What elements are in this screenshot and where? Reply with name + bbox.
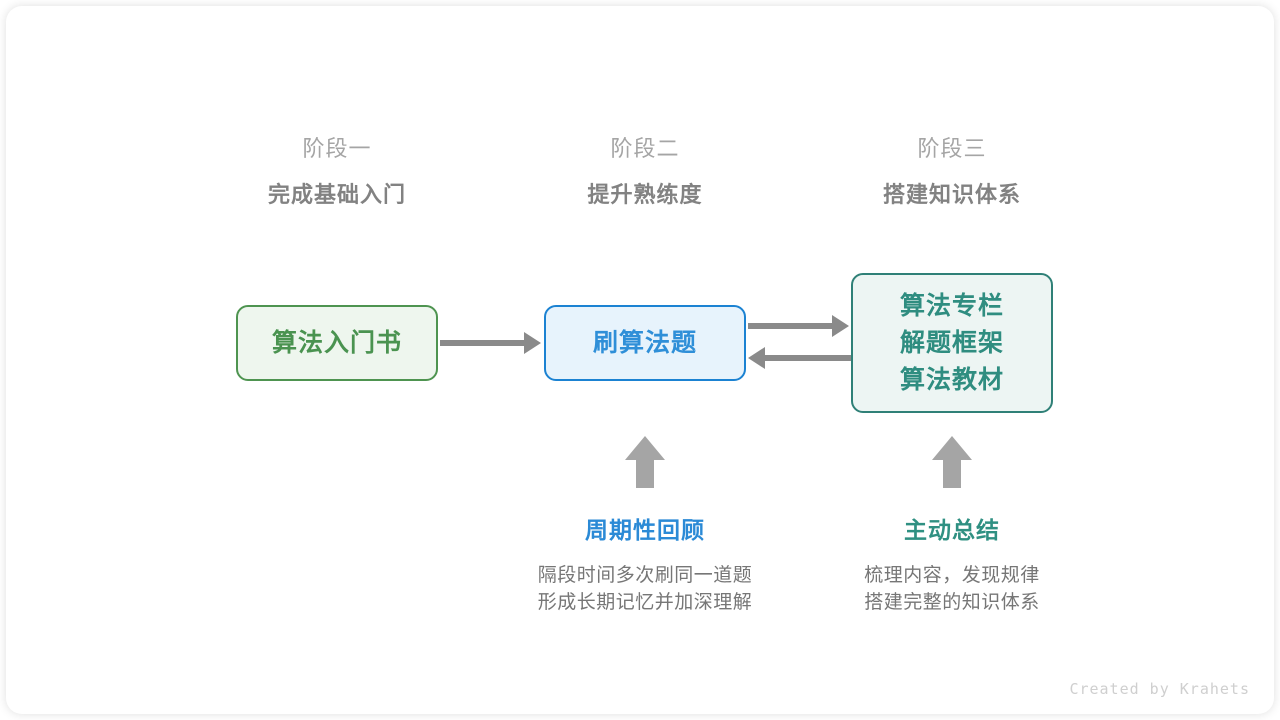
node-practice-label: 刷算法题 (592, 328, 697, 357)
node-book-label: 算法入门书 (271, 328, 402, 357)
note-summary-desc-line-2: 搭建完整的知识体系 (864, 592, 1040, 613)
note-periodic-review: 周期性回顾 隔段时间多次刷同一道题 形成长期记忆并加深理解 (495, 514, 795, 616)
up-arrow-icon-summary (932, 436, 972, 488)
note-review-desc-line-1: 隔段时间多次刷同一道题 (537, 565, 753, 586)
note-review-description: 隔段时间多次刷同一道题 形成长期记忆并加深理解 (495, 562, 795, 616)
stage-1-subtitle: 完成基础入门 (267, 182, 406, 207)
node-knowledge-resources[interactable]: 算法专栏 解题框架 算法教材 (851, 273, 1053, 413)
stage-3-name: 阶段三 (917, 136, 987, 161)
up-arrow-icon-review (625, 436, 665, 488)
note-review-title: 周期性回顾 (585, 517, 705, 543)
note-summary-description: 梳理内容，发现规律 搭建完整的知识体系 (802, 562, 1102, 616)
arrow-book-to-practice-shaft (440, 340, 526, 346)
arrow-practice-to-knowledge-shaft (748, 323, 834, 329)
note-review-desc-line-2: 形成长期记忆并加深理解 (537, 592, 753, 613)
stage-3-subtitle: 搭建知识体系 (882, 182, 1021, 207)
stage-2-name: 阶段二 (610, 136, 680, 161)
diagram-canvas: 阶段一 完成基础入门 阶段二 提升熟练度 阶段三 搭建知识体系 算法入门书 刷算… (6, 6, 1274, 714)
stage-header-3: 阶段三 搭建知识体系 (802, 134, 1102, 210)
arrow-practice-to-knowledge-head (832, 315, 849, 337)
node-practice-problems[interactable]: 刷算法题 (544, 305, 746, 381)
stage-header-2: 阶段二 提升熟练度 (495, 134, 795, 210)
up-arrow-shaft-summary (943, 458, 961, 488)
stage-header-1: 阶段一 完成基础入门 (187, 134, 487, 210)
up-arrow-head-summary (932, 436, 972, 460)
note-active-summary: 主动总结 梳理内容，发现规律 搭建完整的知识体系 (802, 514, 1102, 616)
arrow-knowledge-to-practice-shaft (765, 355, 851, 361)
arrow-book-to-practice-head (524, 332, 541, 354)
note-summary-desc-line-1: 梳理内容，发现规律 (864, 565, 1040, 586)
stage-1-name: 阶段一 (302, 136, 372, 161)
note-summary-title: 主动总结 (904, 517, 1000, 543)
up-arrow-shaft-review (636, 458, 654, 488)
node-knowledge-line-3: 算法教材 (899, 365, 1004, 394)
stage-2-subtitle: 提升熟练度 (587, 182, 703, 207)
arrow-knowledge-to-practice-head (748, 347, 765, 369)
footer-credit: Created by Krahets (1069, 680, 1250, 698)
node-algorithm-intro-book[interactable]: 算法入门书 (236, 305, 438, 381)
node-knowledge-line-1: 算法专栏 (899, 291, 1004, 320)
node-knowledge-line-2: 解题框架 (899, 328, 1004, 357)
up-arrow-head-review (625, 436, 665, 460)
